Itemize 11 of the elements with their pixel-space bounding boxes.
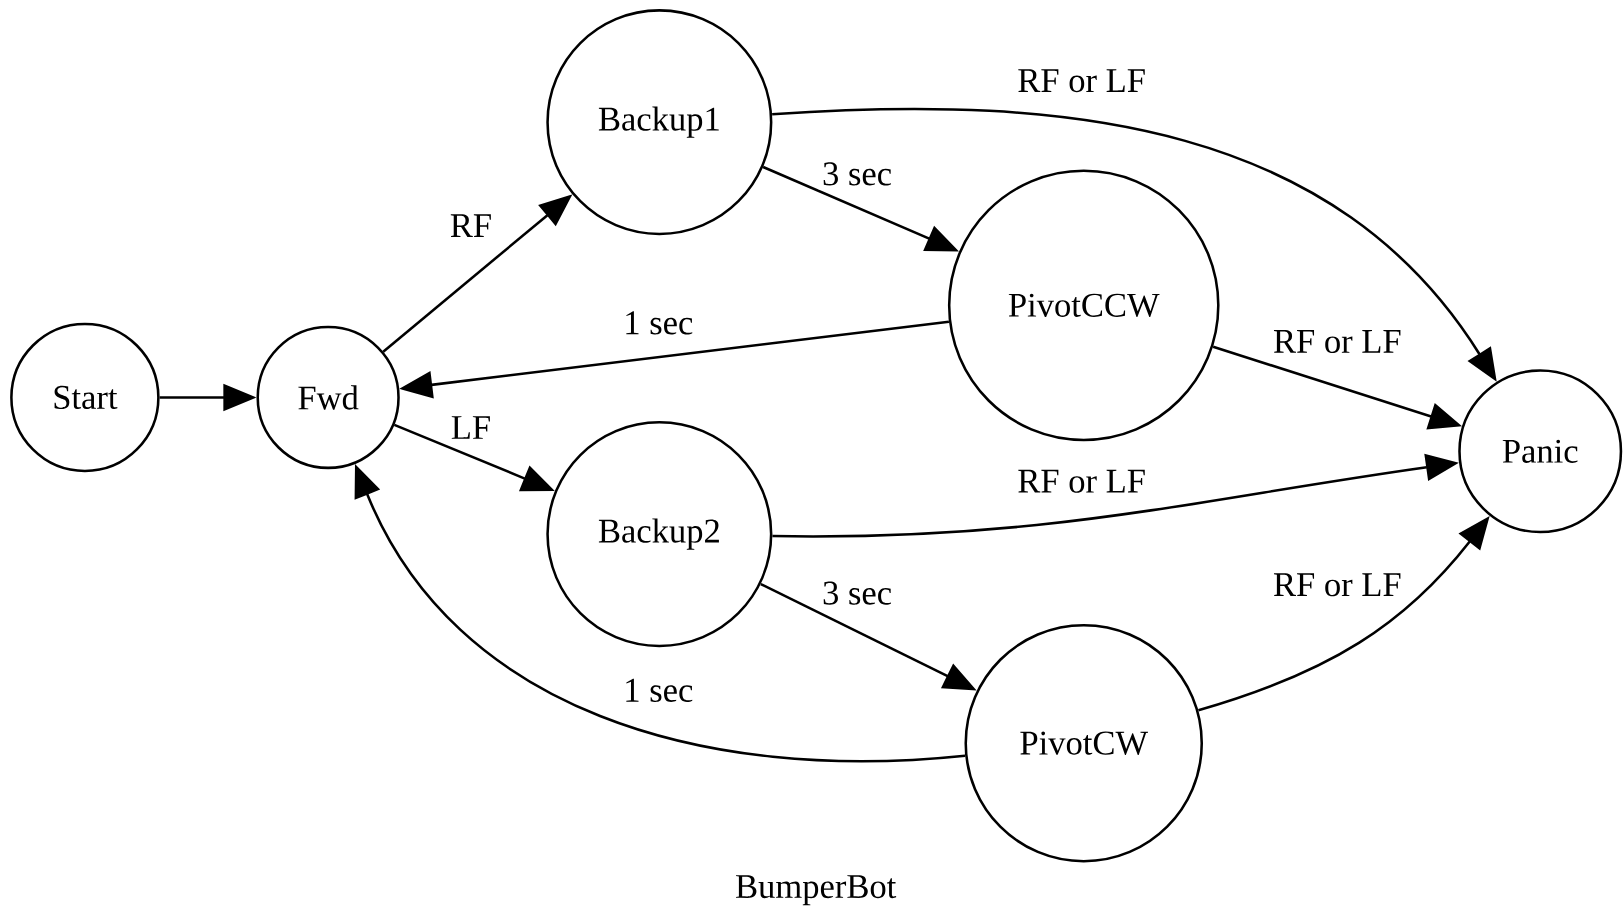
edge-label: 3 sec xyxy=(818,577,896,609)
edge-label: RF or LF xyxy=(1013,65,1150,96)
edge-label: LF xyxy=(447,412,495,443)
edge-label: RF or LF xyxy=(1269,569,1406,600)
edge-label: RF xyxy=(446,210,496,241)
edge-label: 1 sec xyxy=(619,675,697,706)
caption: BumperBot xyxy=(736,875,897,906)
edge-label: 1 sec xyxy=(619,307,697,339)
edge-label: 3 sec xyxy=(818,158,896,190)
edge-label: RF or LF xyxy=(1269,326,1406,357)
edge-label: RF or LF xyxy=(1013,466,1150,497)
